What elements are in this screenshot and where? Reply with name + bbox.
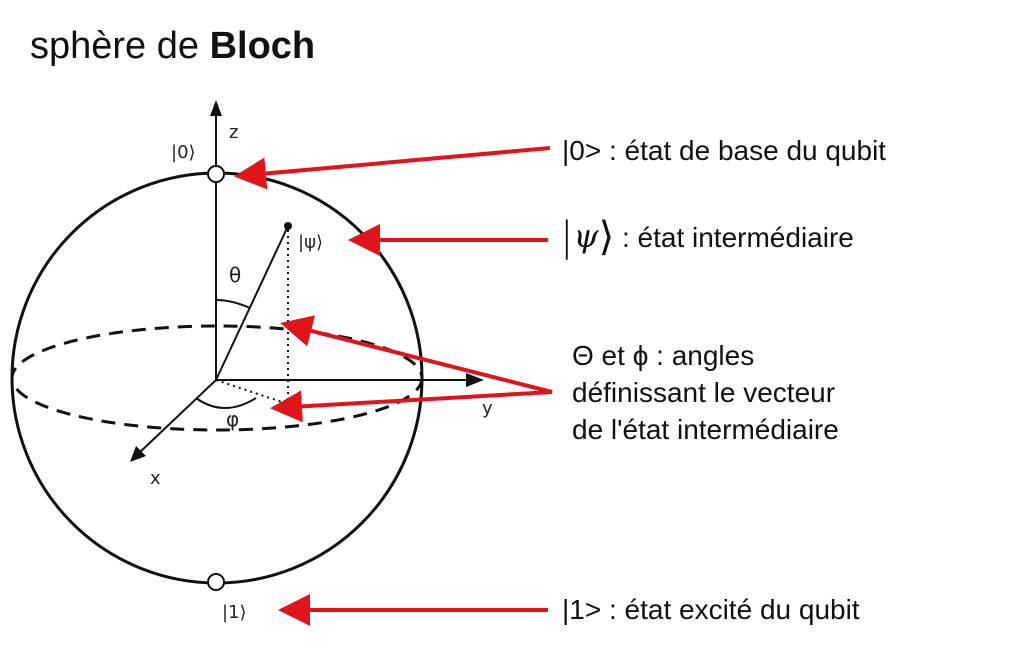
annotation-psi-text: : état intermédiaire [614,222,854,253]
annotation-psi: |ψ⟩ : état intermédiaire [560,214,854,260]
annotation-angles-line1: Θ et ϕ : angles [572,340,755,371]
annotation-angles: Θ et ϕ : angles définissant le vecteur d… [572,337,839,448]
annotation-zero: |0> : état de base du qubit [562,135,887,166]
psi-symbol: ψ [573,217,599,255]
psi-point [284,222,292,230]
arrow-zero [234,146,551,190]
ket-one-label: |1⟩ [222,602,247,623]
z-axis-arrowhead [210,100,222,116]
x-axis-arrowhead [130,446,146,462]
annotation-angles-line3: de l'état intermédiaire [572,414,839,445]
y-axis-arrowhead [466,373,484,387]
phi-label: φ [226,407,239,431]
page-title: sphère de Bloch [30,22,315,70]
ket-psi-label: |ψ⟩ [298,232,323,253]
ket-zero-label: |0⟩ [171,142,196,163]
title-bold: Bloch [209,25,316,67]
psi-projection-equator [215,379,289,405]
arrow-theta [280,315,553,394]
pole-one [207,573,225,591]
x-axis [137,379,217,455]
pole-zero [207,165,225,183]
psi-vector [215,225,289,381]
annotation-angles-line2: définissant le vecteur [572,377,836,408]
theta-arc [215,299,251,309]
y-axis-label: y [482,398,493,419]
z-axis-label: z [229,122,238,143]
title-text: sphère de [30,25,210,67]
x-axis-label: x [150,468,161,489]
equator-ellipse [10,324,424,432]
phi-arc [195,397,257,409]
annotation-one: |1> : état excité du qubit [562,594,860,625]
theta-label: θ [229,263,241,287]
arrow-phi [270,390,553,423]
